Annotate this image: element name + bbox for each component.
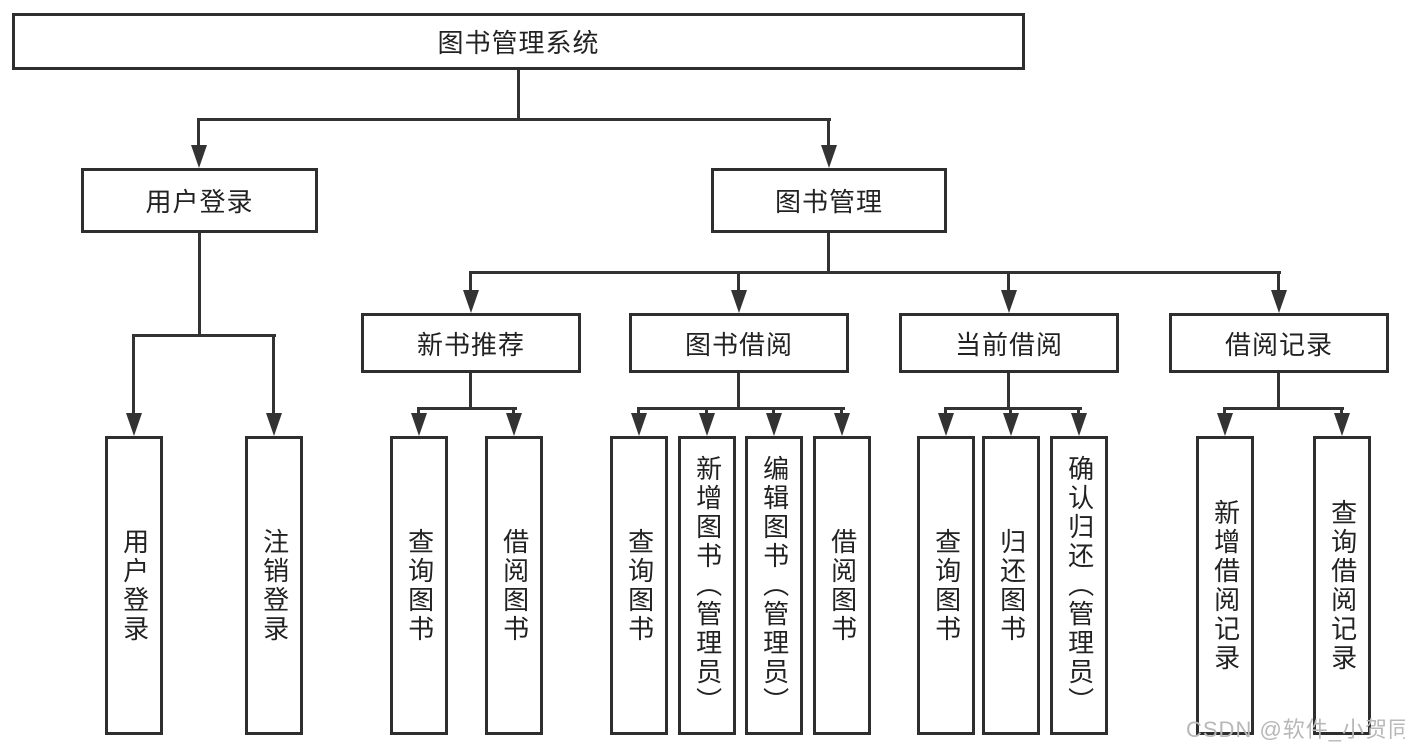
root-stem-line	[517, 70, 520, 121]
arrow-down-query-borrow-record	[1334, 413, 1350, 436]
arrow-down-borrow-books-1	[506, 413, 522, 436]
node-book-management: 图书管理	[711, 168, 947, 233]
drop-line-new-book-recommend	[469, 271, 472, 293]
leaf-query-borrow-record: 查询借阅记录	[1313, 436, 1371, 735]
drop-line-user-login	[197, 118, 200, 147]
arrow-down-user-login	[191, 145, 207, 168]
arrow-down-add-borrow-record	[1217, 413, 1233, 436]
arrow-down-query-books-1	[411, 413, 427, 436]
node-borrow-records: 借阅记录	[1169, 313, 1389, 373]
current-borrow-distribution-line	[944, 407, 1082, 410]
arrow-down-edit-book-admin	[766, 413, 782, 436]
leaf-query-books-2-label: 查询图书	[624, 527, 655, 644]
leaf-edit-book-admin: 编辑图书（管理员）	[745, 436, 803, 735]
leaf-query-books-2: 查询图书	[610, 436, 668, 735]
node-new-book-recommend-label: 新书推荐	[416, 329, 525, 360]
leaf-logout-label: 注销登录	[259, 527, 290, 644]
leaf-query-books-1-label: 查询图书	[404, 527, 435, 644]
book-borrow-distribution-line	[637, 407, 845, 410]
drop-line-borrow-books-2	[840, 407, 843, 416]
drop-line-add-borrow-record	[1223, 407, 1226, 416]
borrow-records-stem-line	[1277, 373, 1280, 409]
arrow-down-borrow-records	[1271, 290, 1287, 313]
leaf-edit-book-admin-label: 编辑图书（管理员）	[759, 455, 790, 716]
borrow-records-distribution-line	[1223, 407, 1344, 410]
arrow-down-book-borrow	[731, 290, 747, 313]
drop-line-book-management	[827, 118, 830, 147]
node-user-login: 用户登录	[81, 168, 318, 233]
leaf-return-book-label: 归还图书	[996, 527, 1027, 644]
level2-distribution-line	[197, 118, 831, 121]
drop-line-borrow-books-1	[512, 407, 515, 416]
leaf-logout: 注销登录	[245, 436, 303, 735]
user-login-distribution-line	[132, 334, 276, 337]
arrow-down-return-book	[1003, 413, 1019, 436]
node-book-borrow-label: 图书借阅	[684, 329, 793, 360]
arrow-down-current-borrow	[1001, 290, 1017, 313]
node-book-management-label: 图书管理	[774, 187, 883, 217]
node-borrow-records-label: 借阅记录	[1224, 329, 1333, 360]
leaf-add-book-admin-label: 新增图书（管理员）	[692, 455, 723, 716]
node-current-borrow: 当前借阅	[899, 313, 1119, 373]
leaf-return-book: 归还图书	[982, 436, 1040, 735]
drop-line-query-books-3	[944, 407, 947, 416]
node-root-label: 图书管理系统	[437, 28, 600, 58]
arrow-down-add-book-admin	[699, 413, 715, 436]
csdn-watermark: CSDN @软件_小贺同学	[1186, 717, 1405, 742]
drop-line-book-borrow	[737, 271, 740, 293]
leaf-borrow-books-2: 借阅图书	[813, 436, 871, 735]
leaf-borrow-books-1-label: 借阅图书	[499, 527, 530, 644]
leaf-add-borrow-record: 新增借阅记录	[1196, 436, 1254, 735]
drop-line-query-books-1	[417, 407, 420, 416]
node-new-book-recommend: 新书推荐	[361, 313, 581, 373]
leaf-borrow-books-1: 借阅图书	[485, 436, 543, 735]
arrow-down-leaf-user-login	[126, 413, 142, 436]
arrow-down-query-books-3	[938, 413, 954, 436]
leaf-query-books-3-label: 查询图书	[931, 527, 962, 644]
arrow-down-book-management	[821, 145, 837, 168]
arrow-down-query-books-2	[631, 413, 647, 436]
drop-line-add-book-admin	[705, 407, 708, 416]
drop-line-current-borrow	[1007, 271, 1010, 293]
leaf-add-borrow-record-label: 新增借阅记录	[1210, 498, 1241, 673]
arrow-down-leaf-logout	[266, 413, 282, 436]
leaf-user-login: 用户登录	[105, 436, 163, 735]
node-current-borrow-label: 当前借阅	[954, 329, 1063, 360]
node-user-login-label: 用户登录	[145, 187, 254, 217]
arrow-down-borrow-books-2	[834, 413, 850, 436]
node-root: 图书管理系统	[12, 13, 1025, 70]
leaf-query-borrow-record-label: 查询借阅记录	[1327, 498, 1358, 673]
drop-line-leaf-logout	[272, 334, 275, 415]
leaf-confirm-return-admin: 确认归还（管理员）	[1050, 436, 1108, 735]
drop-line-return-book	[1009, 407, 1012, 416]
new-book-recommend-distribution-line	[417, 407, 517, 410]
current-borrow-stem-line	[1007, 373, 1010, 409]
leaf-confirm-return-admin-label: 确认归还（管理员）	[1064, 455, 1095, 716]
arrow-down-confirm-return-admin	[1071, 413, 1087, 436]
leaf-user-login-label: 用户登录	[119, 527, 150, 644]
leaf-query-books-3: 查询图书	[917, 436, 975, 735]
drop-line-borrow-records	[1277, 271, 1280, 293]
leaf-query-books-1: 查询图书	[390, 436, 448, 735]
level3-distribution-line	[469, 271, 1281, 274]
drop-line-query-borrow-record	[1340, 407, 1343, 416]
drop-line-confirm-return-admin	[1077, 407, 1080, 416]
drop-line-query-books-2	[637, 407, 640, 416]
new-book-recommend-stem-line	[469, 373, 472, 409]
book-management-stem-line	[827, 233, 830, 274]
book-borrow-stem-line	[737, 373, 740, 409]
leaf-add-book-admin: 新增图书（管理员）	[678, 436, 736, 735]
user-login-stem-line	[198, 233, 201, 336]
arrow-down-new-book-recommend	[463, 290, 479, 313]
drop-line-leaf-user-login	[132, 334, 135, 415]
leaf-borrow-books-2-label: 借阅图书	[827, 527, 858, 644]
drop-line-edit-book-admin	[772, 407, 775, 416]
node-book-borrow: 图书借阅	[629, 313, 849, 373]
